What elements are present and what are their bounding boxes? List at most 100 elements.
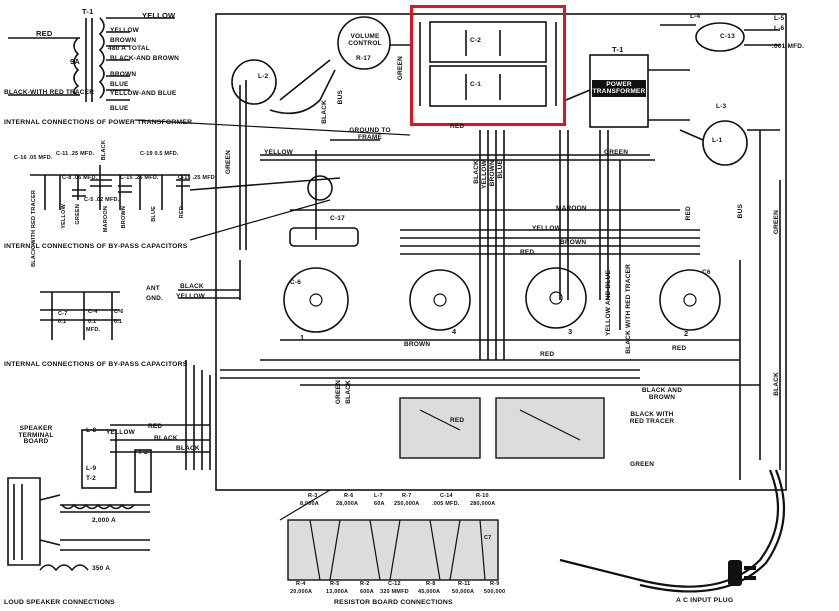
l5-label: L-5 bbox=[774, 15, 785, 22]
rb-top-r10: R-10 bbox=[476, 493, 489, 499]
speaker-2000-label: 2,000 A bbox=[92, 517, 116, 524]
bp1-black-label: BLACK bbox=[101, 140, 107, 161]
bp1-red-label: RED bbox=[179, 206, 185, 219]
rb-bot-r2: R-2 bbox=[360, 581, 370, 587]
bp1-maroon-label: MAROON bbox=[103, 206, 109, 233]
speaker-350-label: 350 A bbox=[92, 565, 111, 572]
green-wire-label-1: GREEN bbox=[225, 150, 232, 175]
red-wire-label-1: RED bbox=[450, 123, 465, 130]
tube2-label: 2 bbox=[684, 329, 689, 338]
bp1-c11-label: C-11 .25 MFD. bbox=[56, 151, 95, 157]
speaker-red-label: RED bbox=[148, 423, 163, 430]
rb-top-r6: R-6 bbox=[344, 493, 354, 499]
chassis-outline bbox=[215, 13, 787, 491]
bp1-c15-label: C-15 .25 MFD. bbox=[120, 175, 159, 181]
bp2-c7-label: C-7 bbox=[58, 311, 68, 317]
rb-bot-r11-val: 50,000A bbox=[452, 589, 475, 595]
bp2-val1-label: 0.1 bbox=[58, 319, 67, 325]
c6b-label: C6 bbox=[702, 269, 711, 276]
power-transformer-label: POWER TRANSFORMER bbox=[592, 80, 646, 97]
bp2-black-label: BLACK bbox=[180, 283, 204, 290]
pt-brown2-label: BROWN bbox=[110, 71, 137, 78]
bus-label-2: BUS bbox=[737, 204, 744, 219]
green-wire-label-4: GREEN bbox=[335, 380, 342, 405]
speaker-section-title: LOUD SPEAKER CONNECTIONS bbox=[4, 599, 115, 606]
pt-total-label: 480 A TOTAL bbox=[108, 45, 150, 52]
bp1-black-red-label: BLACK-WITH RED TRACER bbox=[31, 190, 37, 267]
rb-bot-r4-val: 20,000A bbox=[290, 589, 313, 595]
rb-top-r6-val: 28,000A bbox=[336, 501, 359, 507]
bp2-val3-label: 0.1 bbox=[114, 319, 123, 325]
bp1-section-title: INTERNAL CONNECTIONS OF BY-PASS CAPACITO… bbox=[4, 243, 188, 250]
l1-label: L-1 bbox=[712, 137, 723, 144]
tube4-label: 4 bbox=[452, 327, 457, 336]
t1-label: T-1 bbox=[612, 45, 624, 54]
red-wire-label-6: RED bbox=[685, 206, 692, 221]
rb-bot-r9-val: 500,000 bbox=[484, 589, 506, 595]
rb-top-r7-val: 250,000A bbox=[394, 501, 420, 507]
l2-label: L-2 bbox=[258, 73, 269, 80]
bp1-green-label: GREEN bbox=[75, 204, 81, 225]
bp1-c16-label: C-16 .05 MFD. bbox=[14, 155, 53, 161]
speaker-t2-label-2: T-2 bbox=[138, 449, 148, 456]
bp2-mfd-label: MFD. bbox=[86, 327, 101, 333]
bp2-ant-label: ANT bbox=[146, 285, 160, 292]
rb-top-c14: C-14 bbox=[440, 493, 453, 499]
red-wire-label-4: RED bbox=[672, 345, 687, 352]
yellow-wire-label-1: YELLOW bbox=[264, 149, 294, 156]
speaker-l9-label: L-9 bbox=[86, 465, 97, 472]
rb-bot-r2-val: 600A bbox=[360, 589, 374, 595]
green-wire-label-3: GREEN bbox=[630, 461, 655, 468]
ground-label: GROUND TO FRAME bbox=[349, 127, 391, 141]
rb-top-r7: R-7 bbox=[402, 493, 412, 499]
rb-top-r3-val: 8,000A bbox=[300, 501, 319, 507]
black-red-tracer-label: BLACK WITH RED TRACER bbox=[625, 264, 632, 354]
rb-bot-c12-val: 320 MMFD bbox=[380, 589, 409, 595]
pt-black-tracer-label: BLACK-WITH RED TRACER bbox=[4, 89, 95, 96]
c13-val-label: .001 MFD. bbox=[772, 43, 805, 50]
rb-top-r10-val: 280,000A bbox=[470, 501, 496, 507]
bp2-gnd-label: GND. bbox=[146, 295, 164, 302]
l4-label: L-4 bbox=[690, 13, 701, 20]
ac-plug-label: A C INPUT PLUG bbox=[676, 597, 734, 604]
red-wire-label-5: RED bbox=[450, 417, 465, 424]
bp1-c8-label: C-8 .05 MFD. bbox=[62, 175, 98, 181]
black-wire-label-3: BLACK bbox=[321, 100, 328, 124]
green-wire-label-5: GREEN bbox=[397, 56, 404, 81]
pt-black-brown-label: BLACK-AND BROWN bbox=[110, 55, 180, 62]
volume-control-label: VOLUME CONTROL bbox=[348, 33, 382, 47]
pt-9a-label: 9A bbox=[70, 57, 80, 66]
rb-bot-r8-val: 45,000A bbox=[418, 589, 441, 595]
rb-c7: C7 bbox=[484, 535, 492, 541]
pt-yellow-label: YELLOW bbox=[142, 11, 176, 20]
highlight-box bbox=[410, 5, 566, 126]
c6-label: C-6 bbox=[290, 279, 302, 286]
blue-wire-label-1: BLUE bbox=[497, 160, 504, 179]
rb-bot-r11: R-11 bbox=[458, 581, 471, 587]
green-wire-label-6: GREEN bbox=[773, 210, 780, 235]
rb-bot-c12: C-12 bbox=[388, 581, 401, 587]
rb-top-c14-val: .005 MFD. bbox=[432, 501, 460, 507]
bp2-c6-label: C-6 bbox=[114, 309, 124, 315]
rb-bot-r5: R-5 bbox=[330, 581, 340, 587]
pt-blue-label: BLUE bbox=[110, 81, 129, 88]
bp2-yellow-label: YELLOW bbox=[176, 293, 206, 300]
pt-yellow-blue-label: YELLOW-AND BLUE bbox=[110, 90, 177, 97]
pt-t1-label: T-1 bbox=[82, 7, 94, 16]
rb-bot-r9: R-9 bbox=[490, 581, 500, 587]
speaker-yellow-label: YELLOW bbox=[106, 429, 136, 436]
bp1-c5-label: C-5 .02 MFD. bbox=[84, 197, 120, 203]
bp1-yellow-label: YELLOW bbox=[61, 204, 67, 229]
brown-wire-label-1: BROWN bbox=[560, 239, 587, 246]
bus-label-1: BUS bbox=[337, 90, 344, 105]
brown-wire-label-2: BROWN bbox=[404, 341, 431, 348]
l3-label: L-3 bbox=[716, 103, 727, 110]
pt-section-title: INTERNAL CONNECTIONS OF POWER TRANSFORME… bbox=[4, 119, 193, 126]
pt-yellow2-label: YELLOW bbox=[110, 27, 140, 34]
bp1-brown-label: BROWN bbox=[121, 206, 127, 229]
speaker-t2-label-1: T-2 bbox=[86, 475, 96, 482]
resistor-board-bg bbox=[287, 397, 605, 581]
rb-top-r3: R-3 bbox=[308, 493, 318, 499]
black-brown-label: BLACK AND BROWN bbox=[641, 387, 683, 401]
speaker-l8-label: L-8 bbox=[86, 427, 97, 434]
